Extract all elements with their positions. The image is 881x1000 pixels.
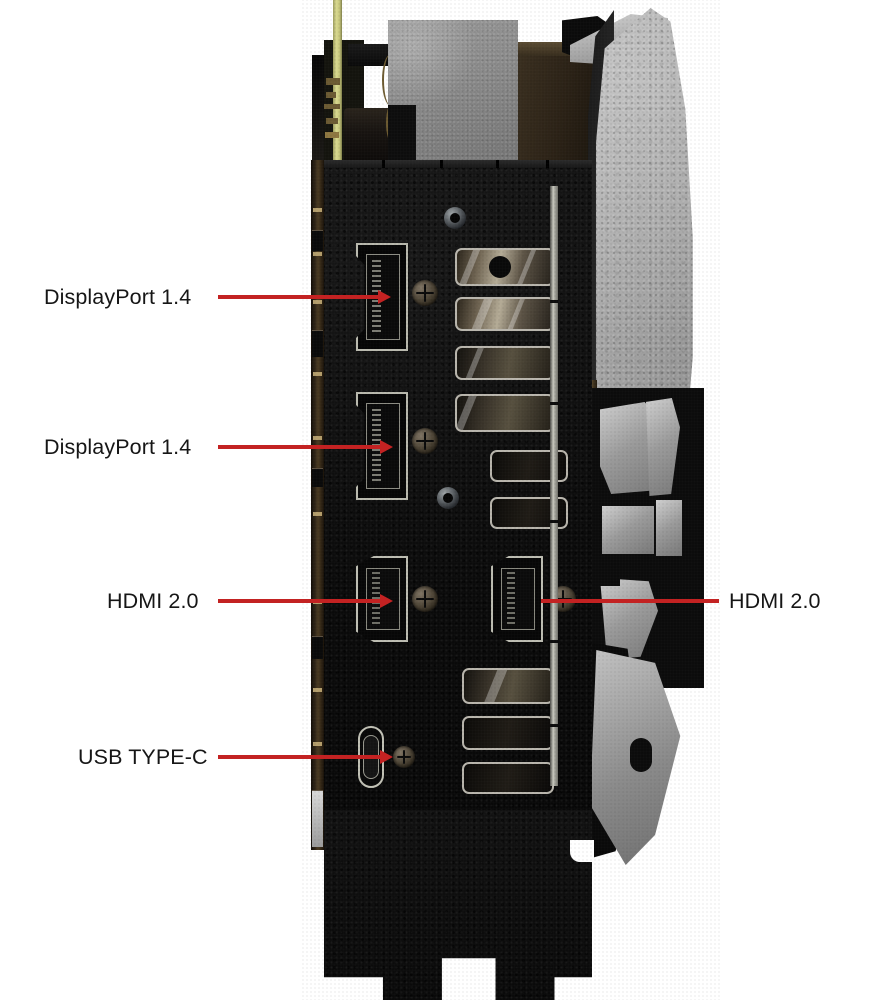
pcb-yellow-stripe — [333, 0, 342, 170]
vent-fin-highlight — [466, 299, 497, 329]
pcb-component — [326, 78, 340, 85]
leader-line-displayport-1 — [218, 295, 378, 299]
pcb-component — [324, 104, 340, 109]
mounting-hole — [450, 213, 460, 223]
latch-hole — [630, 738, 652, 772]
metal-bracket-notch — [388, 105, 416, 170]
callout-label-displayport-1: DisplayPort 1.4 — [44, 285, 192, 309]
pcb-component — [326, 118, 338, 124]
phillips-screw — [412, 586, 438, 612]
pcb-component — [325, 132, 339, 138]
solder-point — [313, 300, 322, 304]
heatsink-block — [656, 500, 682, 556]
vent-fin-highlight — [502, 299, 529, 329]
io-plate-lip-seam — [440, 160, 443, 172]
callout-label-usb-type-c: USB TYPE-C — [78, 745, 208, 769]
io-plate-lip-seam — [382, 160, 385, 172]
vent-slot — [462, 762, 554, 794]
solder-point — [313, 688, 322, 692]
vent-slot — [455, 248, 555, 286]
phillips-screw — [393, 746, 415, 768]
vent-fin-highlight — [479, 670, 511, 702]
io-plate-lip-seam — [546, 160, 549, 172]
pcb-smd-chip — [312, 330, 323, 357]
rail-seam — [550, 640, 558, 643]
callout-label-hdmi-left: HDMI 2.0 — [107, 589, 199, 613]
io-plate-lip-seam — [496, 160, 499, 172]
mounting-hole — [443, 493, 453, 503]
rail-seam — [550, 402, 558, 405]
wire-loop — [382, 54, 400, 106]
solder-point — [313, 252, 322, 256]
hdmi-pins-right — [507, 572, 515, 626]
vent-fin-highlight — [457, 396, 480, 430]
solder-point — [313, 742, 322, 746]
rail-seam — [550, 724, 558, 727]
callout-label-hdmi-right: HDMI 2.0 — [729, 589, 821, 613]
leader-line-hdmi-left — [218, 599, 380, 603]
solder-point — [313, 512, 322, 516]
vent-slot — [462, 716, 554, 750]
graphics-card-io-bracket-photo — [300, 0, 720, 1000]
wire-loop — [386, 100, 402, 146]
vent-slot — [462, 668, 554, 704]
pcb-smd-chip — [312, 636, 323, 659]
vent-slot — [455, 394, 555, 432]
leader-arrow-usb-type-c — [380, 750, 393, 764]
rail-seam — [550, 300, 558, 303]
leader-line-usb-type-c — [218, 755, 380, 759]
phillips-screw — [412, 428, 438, 454]
leader-line-displayport-2 — [218, 445, 380, 449]
leader-line-hdmi-right — [541, 599, 719, 603]
callout-label-displayport-2: DisplayPort 1.4 — [44, 435, 192, 459]
leader-arrow-hdmi-left — [380, 594, 393, 608]
vent-fin-highlight — [457, 250, 483, 284]
pcb-component — [326, 92, 336, 98]
pcb-gold-fingers — [312, 790, 323, 847]
solder-point — [313, 372, 322, 376]
vent-slot — [455, 297, 555, 331]
vent-slot — [455, 346, 555, 380]
rail-seam — [550, 520, 558, 523]
leader-arrow-displayport-2 — [380, 440, 393, 454]
pcb-left-edge — [311, 160, 324, 850]
pcb-smd-chip — [312, 468, 323, 487]
pcb-smd-chip — [312, 230, 323, 251]
io-bracket-side-notch — [570, 840, 594, 862]
vent-circle-hole — [489, 256, 511, 278]
vent-fin-highlight — [512, 250, 539, 284]
hdmi-cavity-right — [501, 568, 535, 630]
solder-point — [313, 208, 322, 212]
shroud-brown-slab — [516, 56, 598, 168]
phillips-screw — [412, 280, 438, 306]
lower-dark-gap — [596, 556, 620, 586]
solder-point — [313, 436, 322, 440]
io-bracket-bottom-tabs — [324, 810, 592, 1000]
vent-fin-highlight — [460, 348, 488, 378]
bracket-edge-rail — [550, 186, 558, 786]
heatsink-block — [602, 506, 654, 554]
leader-arrow-displayport-1 — [378, 290, 391, 304]
